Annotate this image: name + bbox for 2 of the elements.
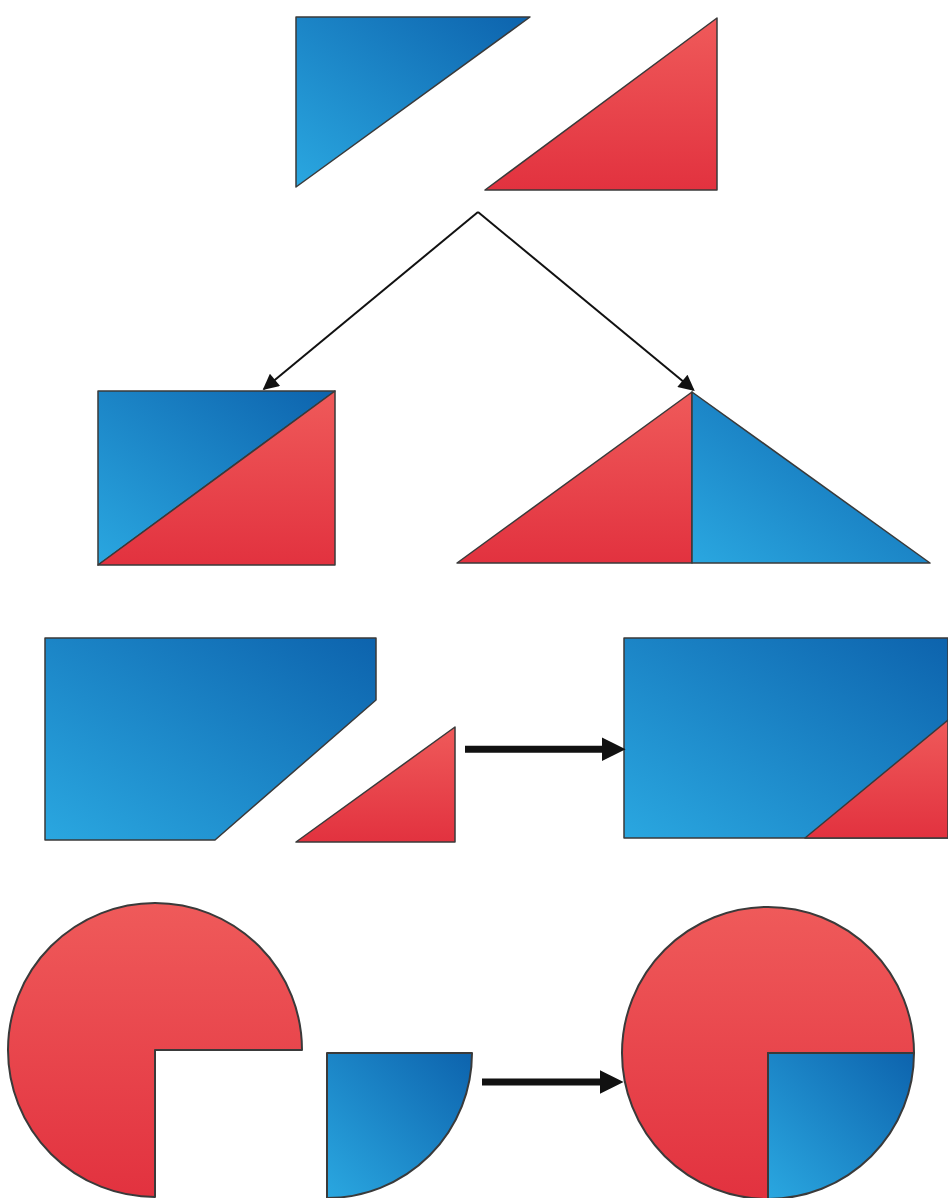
arrow	[477, 211, 695, 391]
arrow	[262, 211, 479, 390]
